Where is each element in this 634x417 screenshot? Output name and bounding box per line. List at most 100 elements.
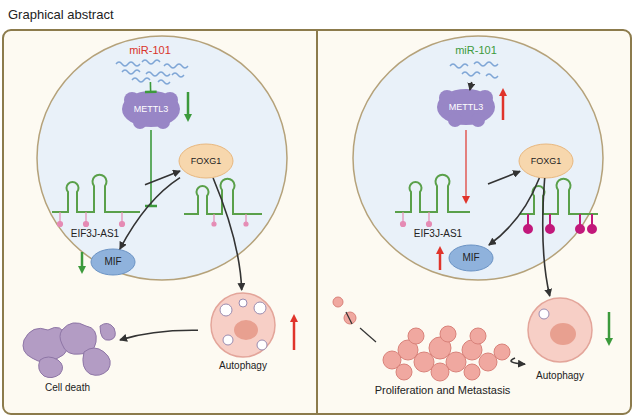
level-arrow (293, 318, 296, 350)
m6a-mark-strong (524, 225, 532, 233)
rna-structure: EIF3J-AS1 (388, 168, 488, 240)
node-label: FOXG1 (191, 155, 222, 167)
connector-arrow (489, 178, 539, 245)
cell-illustration: Autophagy (515, 296, 605, 382)
tumor-cluster (464, 364, 480, 380)
cell-body (353, 36, 603, 280)
m6a-mark (244, 222, 248, 226)
m6a-mark (212, 222, 216, 226)
dead-cells (39, 357, 63, 378)
mettl3-protein (133, 115, 147, 129)
node-label: miR-101 (129, 44, 171, 56)
m6a-mark (401, 222, 406, 227)
m6a-mark (427, 222, 432, 227)
m6a-mark-strong (588, 225, 596, 233)
node-label: Cell death (45, 382, 90, 394)
mettl3-inhibition (151, 130, 466, 206)
m6a-mark (428, 212, 429, 222)
protein-blob: MIF (91, 249, 135, 275)
mettl3-protein (471, 113, 485, 127)
autophagy-cell (539, 309, 549, 319)
mirna-cluster: miR-101 (426, 44, 526, 82)
m6a-mark (121, 212, 122, 222)
mettl3-inhibition (150, 130, 152, 206)
mif-protein (449, 245, 493, 271)
node-label: EIF3J-AS1 (414, 228, 462, 240)
m6a-mark (120, 222, 125, 227)
connector-arrow (213, 178, 242, 290)
mirna-strands (122, 70, 140, 74)
autophagy-cell (254, 302, 266, 314)
m6a-mark-strong (546, 225, 554, 233)
panel-frame (316, 30, 318, 414)
connector-arrow (120, 178, 180, 249)
node-label: MIF (462, 252, 479, 264)
metastasis-arrow (346, 312, 352, 324)
autophagy-cell (223, 335, 233, 345)
mirna-strands (142, 60, 160, 64)
mettl3-protein (122, 91, 180, 127)
protein-blob: FOXG1 (180, 144, 232, 178)
node-label: Autophagy (219, 360, 267, 372)
lncrna-structure (184, 179, 262, 214)
dead-cells (100, 323, 115, 340)
autophagy-cell (211, 293, 592, 362)
mif-protein (91, 245, 493, 275)
tumor-cluster (333, 297, 510, 381)
autophagy-cell (220, 304, 232, 316)
tumor-cluster (333, 297, 343, 307)
connector-arrow (150, 82, 152, 92)
tumor-cluster (408, 328, 424, 344)
mettl3-protein (448, 113, 462, 127)
node-label: MIF (104, 256, 121, 268)
connector-arrow (145, 171, 180, 185)
tumor-cluster (494, 344, 510, 360)
autophagy-cell (550, 323, 576, 345)
mettl3-protein (156, 115, 170, 129)
tumor-cluster (431, 363, 449, 381)
mirna-strands (116, 62, 140, 66)
mirna-strands (132, 78, 150, 82)
mirna-strands (172, 73, 184, 77)
level-arrow (439, 250, 442, 270)
m6a-mark (58, 212, 432, 227)
tumor-cluster (396, 364, 412, 380)
m6a-mark (213, 214, 214, 222)
autophagy-cell (239, 299, 247, 307)
level-arrow (187, 92, 190, 118)
mirna-strands (462, 72, 480, 76)
m6a-mark (59, 212, 60, 222)
connector-arrow (120, 330, 198, 340)
mirna-strands (116, 60, 498, 84)
mirna-strands (146, 72, 170, 76)
protein-blob: METTL3 (437, 90, 495, 124)
tumor-cluster (479, 353, 497, 371)
autophagy-cell (528, 298, 592, 362)
mirna-strands (158, 80, 170, 84)
node-label: Autophagy (536, 370, 584, 382)
connector-arrow (470, 82, 472, 90)
rna-structure: EIF3J-AS1 (45, 168, 145, 240)
cell-illustration: Autophagy (198, 290, 288, 372)
node-label: METTL3 (134, 103, 169, 115)
dead-cells (23, 323, 115, 378)
protein-blob: MIF (449, 245, 493, 271)
protein-blob: METTL3 (122, 92, 180, 126)
protein-blob: FOXG1 (520, 144, 572, 178)
connector-arrow (543, 178, 550, 296)
cell-illustration: Proliferation and Metastasis (360, 322, 525, 396)
lncrna-structure (395, 175, 470, 212)
mettl3-inhibition (465, 130, 466, 200)
cell-body (37, 36, 603, 280)
mirna-strands (450, 64, 468, 68)
m6a-mark (85, 212, 86, 222)
m6a-mark (58, 222, 63, 227)
level-arrow (608, 312, 611, 342)
panel-frame (3, 30, 631, 414)
mettl3-protein (437, 89, 495, 125)
mirna-cluster: miR-101 (110, 44, 190, 82)
